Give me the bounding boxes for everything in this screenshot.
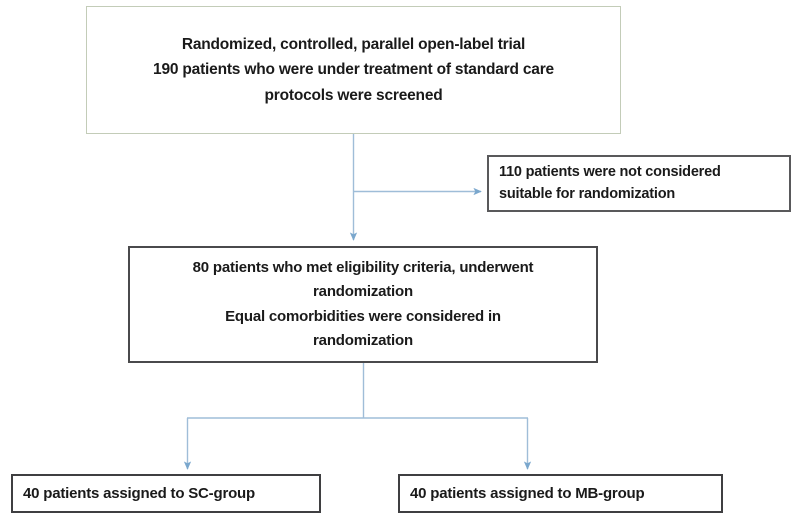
screening-box: Randomized, controlled, parallel open-la… (86, 6, 621, 134)
randomized-line-3: Equal comorbidities were considered in (225, 307, 501, 325)
screening-line-3: protocols were screened (264, 86, 443, 104)
mb-group-box: 40 patients assigned to MB-group (398, 474, 723, 513)
sc-group-label: 40 patients assigned to SC-group (23, 485, 255, 502)
edge-randomized-split (187, 363, 528, 419)
randomized-line-4: randomization (313, 331, 413, 349)
sc-group-box: 40 patients assigned to SC-group (11, 474, 321, 513)
mb-group-label: 40 patients assigned to MB-group (410, 485, 645, 502)
screening-line-1: Randomized, controlled, parallel open-la… (181, 35, 526, 53)
randomized-line-2: randomization (313, 283, 413, 301)
excluded-line-2: suitable for randomization (499, 185, 676, 202)
randomized-box: 80 patients who met eligibility criteria… (128, 246, 598, 363)
excluded-box: 110 patients were not considered suitabl… (487, 155, 791, 212)
randomized-line-1: 80 patients who met eligibility criteria… (192, 258, 534, 276)
screening-line-2: 190 patients who were under treatment of… (153, 61, 554, 79)
excluded-line-1: 110 patients were not considered (499, 164, 721, 181)
